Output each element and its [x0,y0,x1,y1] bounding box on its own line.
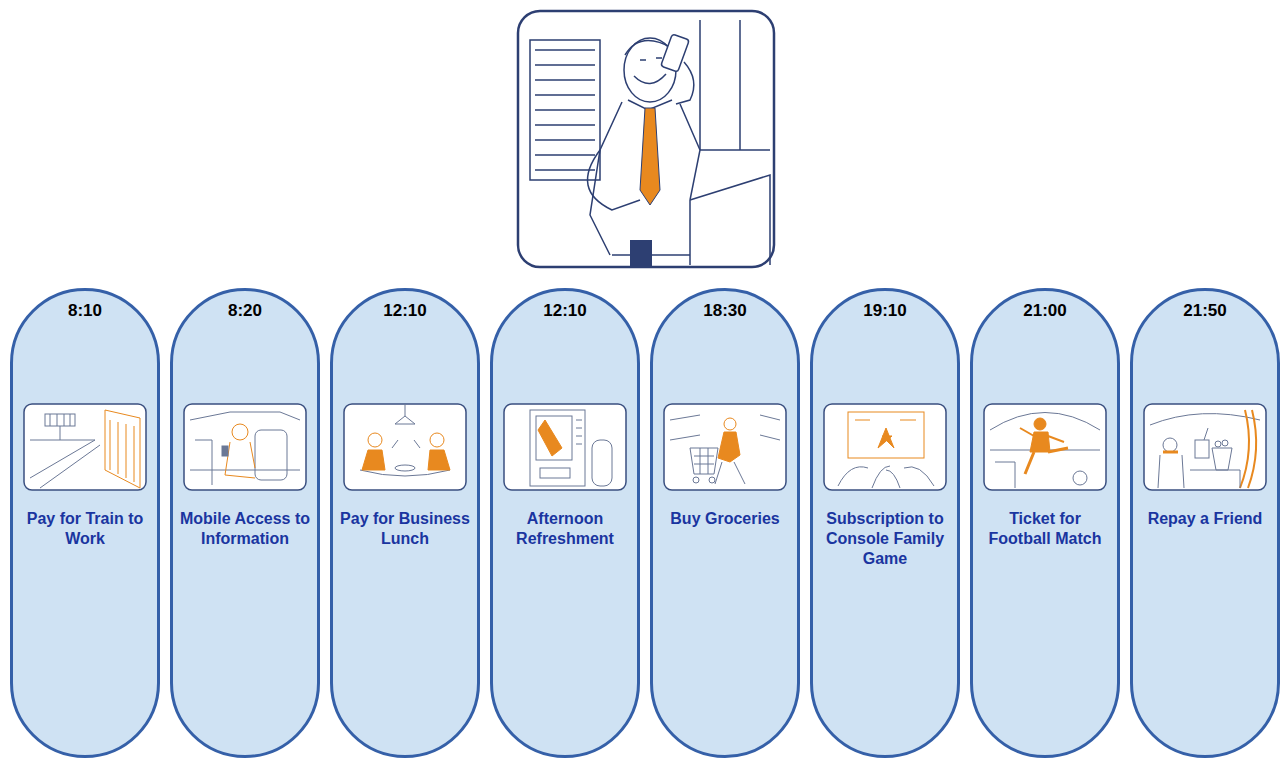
pill-fill [12,290,159,757]
time-pill: 21:00Ticket for Football Match [970,288,1120,758]
time-pill: 12:10Pay for Business Lunch [330,288,480,758]
time-label: 12:10 [490,301,640,321]
time-label: 8:20 [170,301,320,321]
time-label: 18:30 [650,301,800,321]
commuter-icon [190,412,300,485]
time-pill: 8:20Mobile Access to Information [170,288,320,758]
time-pill: 8:10Pay for Train to Work [10,288,160,758]
time-label: 12:10 [330,301,480,321]
businessman-illustration [518,11,774,267]
activity-caption: Afternoon Refreshment [497,509,633,549]
football-icon [990,413,1100,489]
pill-fill [172,290,319,757]
time-label: 8:10 [10,301,160,321]
pill-fill [972,290,1119,757]
activity-caption: Repay a Friend [1137,509,1273,529]
pill-shapes [12,290,1279,757]
time-label: 19:10 [810,301,960,321]
vending-icon [530,410,612,486]
time-pill: 21:50Repay a Friend [1130,288,1280,758]
pill-fill [332,290,479,757]
pill-fill [652,290,799,757]
time-label: 21:50 [1130,301,1280,321]
time-pill: 19:10Subscription to Console Family Game [810,288,960,758]
pill-fill [492,290,639,757]
activity-caption: Buy Groceries [657,509,793,529]
activity-caption: Subscription to Console Family Game [817,509,953,569]
time-pill: 18:30Buy Groceries [650,288,800,758]
pill-fill [1132,290,1279,757]
activity-caption: Mobile Access to Information [177,509,313,549]
console-game-icon [838,412,934,488]
activity-caption: Pay for Train to Work [17,509,153,549]
activity-caption: Ticket for Football Match [977,509,1113,549]
lunch-icon [360,404,450,476]
cinema-icon [1150,410,1260,488]
train-icon [30,410,140,488]
time-pill: 12:10Afternoon Refreshment [490,288,640,758]
time-label: 21:00 [970,301,1120,321]
groceries-icon [670,415,780,484]
pill-fill [812,290,959,757]
icon-frames [24,404,1266,490]
activity-caption: Pay for Business Lunch [337,509,473,549]
